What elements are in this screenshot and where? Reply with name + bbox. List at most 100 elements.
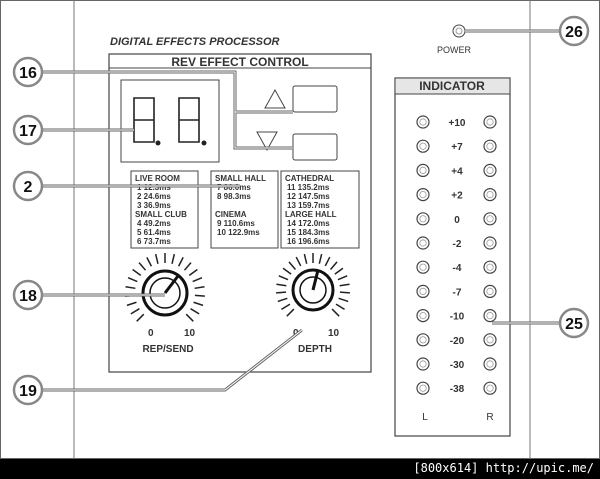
knob-tick: [183, 262, 192, 271]
knob-tick: [324, 256, 331, 267]
preset-line: 8 98.3ms: [217, 192, 251, 201]
led-inner: [419, 191, 427, 199]
preset-line: SMALL CLUB: [135, 210, 187, 219]
preset-line: 11 135.2ms: [287, 183, 330, 192]
preset-line: 15 184.3ms: [287, 228, 330, 237]
callout-circle: [558, 15, 590, 47]
depth-knob-inner: [299, 276, 327, 304]
level-label: -20: [450, 336, 465, 347]
down-arrow-icon[interactable]: [256, 131, 278, 152]
knob-tick: [281, 303, 291, 310]
knob-tick: [318, 253, 323, 264]
preset-line: 4 49.2ms: [137, 219, 171, 228]
knob-tick: [154, 253, 159, 265]
knob-tick: [331, 308, 340, 317]
preset-line: 14 172.0ms: [287, 219, 330, 228]
level-label: +10: [449, 118, 466, 129]
led-left: [416, 163, 430, 177]
digit-1-dot: [155, 140, 161, 146]
knob-tick: [177, 257, 184, 267]
knob-tick: [190, 308, 200, 315]
preset-line: SMALL HALL: [215, 174, 266, 183]
rep-send-ticks: [125, 253, 205, 322]
level-label: -38: [450, 384, 465, 395]
callout-circle: [12, 279, 44, 311]
knob-tick: [335, 303, 345, 310]
depth-label: DEPTH: [298, 344, 332, 355]
led-left: [416, 115, 430, 129]
callout-circle: [12, 56, 44, 88]
callout-circle: [12, 114, 44, 146]
led-right: [483, 284, 497, 298]
led-inner: [419, 215, 427, 223]
up-arrow-icon[interactable]: [264, 88, 286, 109]
preset-line: 12 147.5ms: [287, 192, 330, 201]
led-inner: [486, 360, 494, 368]
knob-tick: [276, 283, 287, 287]
depth-max: 10: [328, 328, 340, 339]
callout-number: 18: [19, 288, 37, 305]
knob-tick: [127, 276, 138, 283]
preset-table-1: [130, 170, 199, 249]
led-inner: [419, 336, 427, 344]
callout-number: 19: [19, 383, 37, 400]
led-inner: [486, 263, 494, 271]
led-left: [416, 236, 430, 250]
level-label: +2: [451, 191, 463, 202]
knob-tick: [288, 261, 297, 270]
preset-line: 13 159.7ms: [287, 201, 330, 210]
channel-right-label: R: [486, 412, 493, 423]
led-inner: [486, 215, 494, 223]
led-left: [416, 260, 430, 274]
preset-line: LARGE HALL: [285, 210, 337, 219]
led-right: [483, 309, 497, 323]
callout-number: 26: [565, 24, 583, 41]
knob-tick: [146, 257, 153, 267]
digit-2: [178, 97, 200, 143]
depth-ticks: [276, 253, 350, 317]
knob-tick: [132, 268, 142, 276]
knob-tick: [185, 313, 194, 322]
knob-tick: [338, 297, 349, 303]
knob-tick: [337, 275, 348, 281]
led-inner: [486, 239, 494, 247]
indicator-title: INDICATOR: [419, 79, 485, 93]
callout-number: 25: [565, 316, 583, 333]
led-inner: [419, 239, 427, 247]
knob-tick: [329, 261, 338, 270]
led-right: [483, 188, 497, 202]
knob-tick: [303, 253, 308, 264]
led-inner: [486, 142, 494, 150]
knob-tick: [125, 286, 136, 290]
knob-tick: [295, 256, 302, 267]
rep-send-label: REP/SEND: [142, 344, 193, 355]
led-right: [483, 333, 497, 347]
led-left: [416, 333, 430, 347]
up-button[interactable]: [292, 85, 338, 113]
knob-tick: [138, 262, 147, 271]
rev-title: REV EFFECT CONTROL: [171, 55, 308, 69]
down-button[interactable]: [292, 133, 338, 161]
callout-circle: [12, 170, 44, 202]
outer-frame: [0, 0, 600, 459]
preset-line: 10 122.9ms: [217, 228, 260, 237]
knob-tick: [130, 308, 140, 315]
callout-number: 17: [19, 123, 37, 140]
preset-table-3: [280, 170, 360, 249]
knob-tick: [286, 308, 295, 317]
callout-number: 16: [19, 65, 37, 82]
led-right: [483, 260, 497, 274]
knob-tick: [276, 291, 287, 294]
level-label: -4: [453, 263, 462, 274]
knob-tick: [171, 253, 176, 265]
knob-tick: [339, 283, 350, 287]
preset-table-2: [210, 170, 279, 249]
led-inner: [419, 263, 427, 271]
knob-tick: [192, 276, 203, 283]
preset-line: 5 61.4ms: [137, 228, 171, 237]
panel-title: DIGITAL EFFECTS PROCESSOR: [110, 36, 280, 48]
depth-pointer: [311, 269, 320, 291]
